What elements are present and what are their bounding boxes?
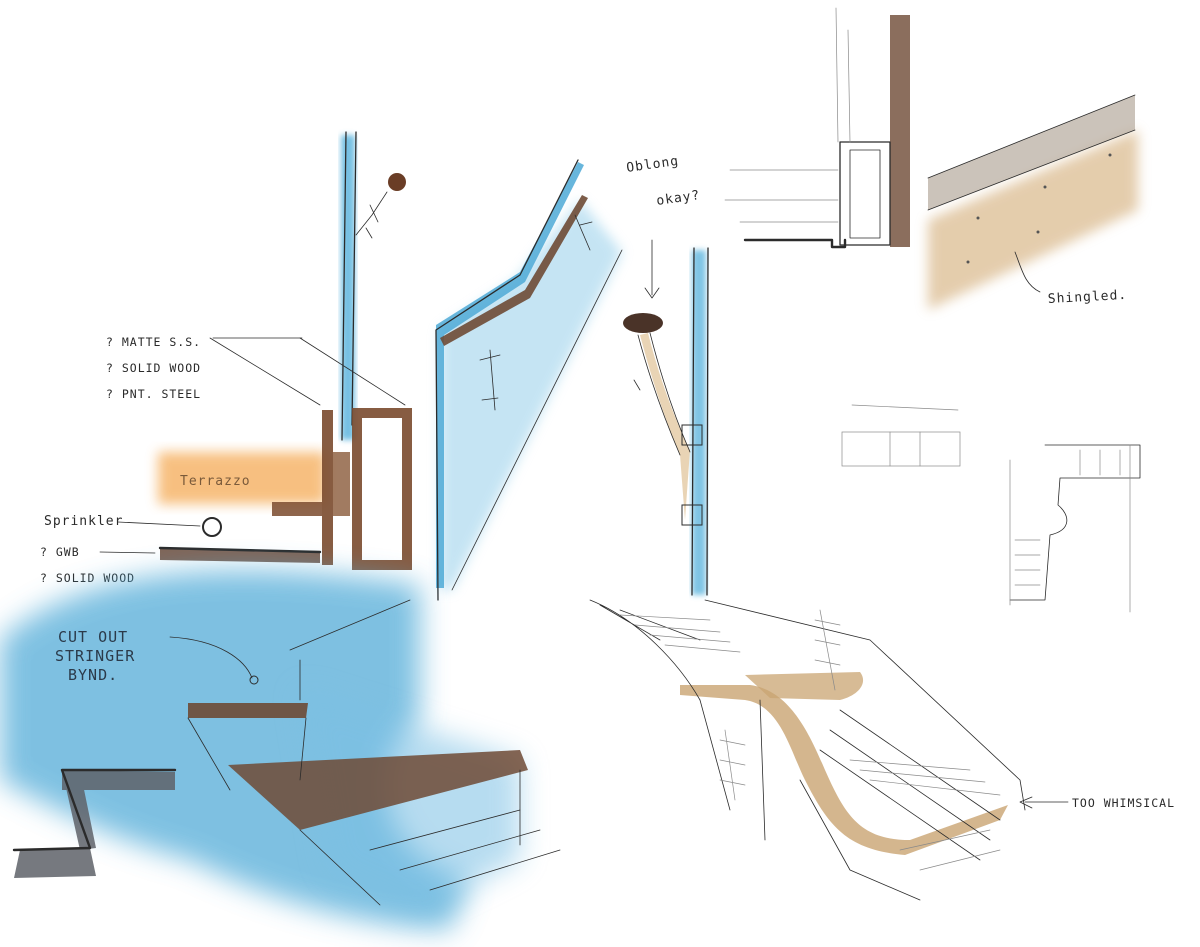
label-too-whimsical: TOO WHIMSICAL: [1072, 796, 1175, 810]
label-solid-wood-top: ? SOLID WOOD: [106, 361, 201, 375]
label-okay: okay?: [655, 188, 701, 209]
glass-guard-sketch: [435, 159, 623, 601]
steel-stringer: [14, 770, 175, 878]
terrazzo-ledge: [272, 502, 322, 516]
wall-cap-gray: [928, 95, 1135, 210]
cutout-stringer-stair-sketch: [0, 570, 561, 930]
upper-landing-tan: [745, 672, 864, 700]
label-sprinkler: Sprinkler: [44, 514, 123, 529]
section-post-brown: [890, 15, 910, 247]
label-gwb: ? GWB: [40, 545, 80, 559]
label-solid-wood-bottom: ? SOLID WOOD: [40, 571, 135, 585]
terrazzo-wash: [158, 452, 326, 504]
label-bynd: BYND.: [68, 666, 118, 684]
label-pnt-steel: ? PNT. STEEL: [106, 387, 201, 401]
label-matte-ss: ? MATTE S.S.: [106, 335, 201, 349]
wood-stringer-left: [322, 410, 333, 565]
bracket-arm: [640, 333, 690, 520]
wood-trim-frame: [352, 408, 412, 570]
label-cut-out: CUT OUT: [58, 628, 128, 646]
shingled-wall-sketch: [724, 7, 1138, 310]
wood-tread-main: [228, 750, 528, 830]
wall-tan-wash: [928, 130, 1138, 310]
label-terrazzo: Terrazzo: [180, 474, 251, 489]
wood-tread-upper: [188, 703, 308, 718]
glass-guard-wash: [440, 200, 622, 590]
oblong-bracket-sketch: [623, 239, 709, 596]
bracket-clip-lower: [681, 504, 703, 526]
pencil-plan-sketch: [841, 404, 1141, 613]
label-shingled: Shingled.: [1047, 288, 1127, 307]
bracket-clip-upper: [681, 424, 703, 446]
sprinkler-symbol: [202, 517, 222, 537]
handrail-knob: [388, 173, 406, 191]
label-stringer: STRINGER: [55, 647, 135, 665]
label-oblong: Oblong: [625, 154, 680, 176]
handrail-brown: [440, 195, 588, 346]
oblong-handrail: [623, 313, 663, 333]
handrail-section-sketch: [99, 131, 412, 570]
curved-rail-tan: [680, 685, 1008, 855]
whimsical-stair-sketch: [589, 599, 1069, 901]
wood-stringer-notch: [333, 452, 350, 516]
